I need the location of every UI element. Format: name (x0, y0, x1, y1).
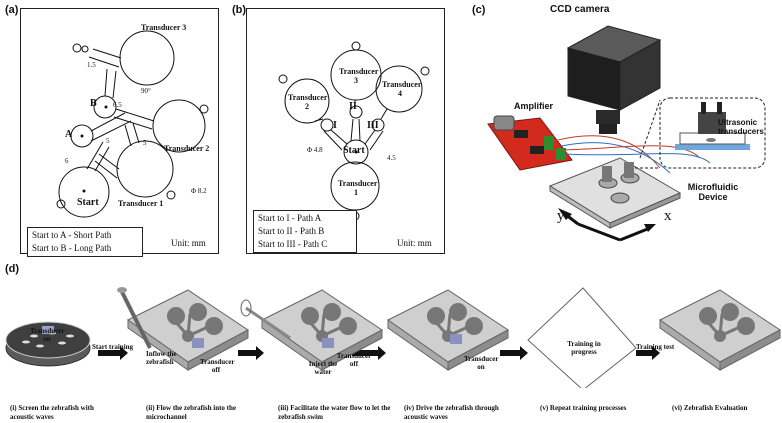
legend-b-item-3: Start to III - Path C (258, 239, 328, 249)
dim-6: 6 (65, 157, 69, 165)
panel-b-label: (b) (232, 4, 247, 16)
start-label-a: Start (77, 197, 99, 208)
training-test-label: Training test (636, 343, 675, 351)
petri-dish-icon (5, 321, 91, 367)
caption-v: (v) Repeat training processes (540, 404, 627, 412)
transducer-3-label-a: Transducer 3 (141, 23, 187, 32)
training-process-illustration (5, 287, 782, 388)
transducer-2-label-b: Transducer 2 (288, 93, 328, 111)
transducer-2-label-a: Transducer 2 (164, 144, 210, 153)
transducer-off-label-ii: Transducer off (200, 358, 235, 374)
dim-1-5: 1.5 (87, 61, 96, 69)
panel-c-label: (c) (472, 4, 486, 16)
three-path-diagram (278, 41, 430, 221)
legend-a-item-2: Start to B - Long Path (32, 243, 112, 253)
start-label-b: Start (343, 145, 365, 156)
microfluidic-device-icon (548, 157, 682, 229)
syringe-icon (245, 306, 291, 340)
caption-iv: (iv) Drive the zebrafish through acousti… (404, 404, 499, 421)
unit-a: Unit: mm (171, 238, 206, 248)
ccd-camera-icon (566, 25, 662, 134)
microfluidic-device-label: Microfluidic Device (687, 182, 739, 202)
legend-b: Start to I - Path A Start to II - Path B… (253, 210, 357, 253)
short-long-path-diagram (56, 30, 209, 218)
transducer-3-label-b: Transducer 3 (339, 67, 379, 85)
dim-4-5: 4.5 (387, 154, 396, 162)
point-ii-label: II (349, 101, 357, 112)
dim-5a: 5 (143, 139, 147, 147)
amplifier-label: Amplifier (514, 101, 554, 111)
point-a-label: A (65, 129, 73, 140)
chip-vi-icon (658, 288, 782, 372)
training-diamond (527, 287, 637, 388)
caption-ii: (ii) Flow the zebrafish into the microch… (146, 404, 237, 421)
ultrasonic-transducers-label: Ultrasonic transducers (718, 118, 764, 136)
legend-b-item-2: Start to II - Path B (258, 226, 325, 236)
axis-x-label: x (664, 208, 672, 224)
caption-i: (i) Screen the zebrafish with acoustic w… (10, 404, 94, 421)
inject-water-label: Inject the water (308, 360, 338, 376)
panel-b: Transducer 3 Transducer 2 Transducer 4 T… (246, 8, 445, 254)
point-b-label: B (90, 98, 97, 109)
transducer-1-label-a: Transducer 1 (118, 199, 164, 208)
point-i-label: I (333, 120, 337, 131)
ultrasonic-transducer-inset (675, 102, 750, 150)
dim-phi-8-2: Φ 8.2 (191, 187, 207, 195)
dim-6-5: 6.5 (113, 101, 122, 109)
transducer-on-label-i: Transducer on (30, 327, 65, 343)
setup-illustration (487, 25, 766, 242)
panel-a-label: (a) (5, 4, 19, 16)
inflow-label: Inflow the zebrafish (146, 350, 177, 366)
legend-a: Start to A - Short Path Start to B - Lon… (27, 227, 143, 257)
dim-90: 90° (141, 87, 151, 95)
point-iii-label: III (367, 120, 379, 131)
pipette-icon (120, 291, 152, 349)
amplifier-board-icon (487, 115, 573, 171)
panel-d-label: (d) (5, 263, 20, 275)
unit-b: Unit: mm (397, 238, 432, 248)
ccd-camera-label: CCD camera (550, 4, 610, 15)
transducer-off-label-iii: Transducer off (336, 352, 372, 368)
dim-5b: 5 (106, 137, 110, 145)
dim-phi-4-8: Φ 4.8 (307, 146, 323, 154)
training-progress-label: Training in progress (567, 340, 601, 356)
caption-iii: (iii) Facilitate the water flow to let t… (278, 404, 391, 421)
transducer-4-label-b: Transducer 4 (382, 80, 422, 98)
panel-a: Transducer 3 Transducer 2 Transducer 1 B… (20, 8, 219, 257)
transducer-on-label-iv: Transducer on (464, 355, 499, 371)
start-training-label: Start training (92, 343, 134, 351)
transducer-1-label-b: Transducer 1 (338, 179, 378, 197)
legend-b-item-1: Start to I - Path A (258, 213, 322, 223)
legend-a-item-1: Start to A - Short Path (32, 230, 112, 240)
caption-vi: (vi) Zebrafish Evaluation (672, 404, 748, 412)
axis-y-label: y (557, 208, 565, 224)
